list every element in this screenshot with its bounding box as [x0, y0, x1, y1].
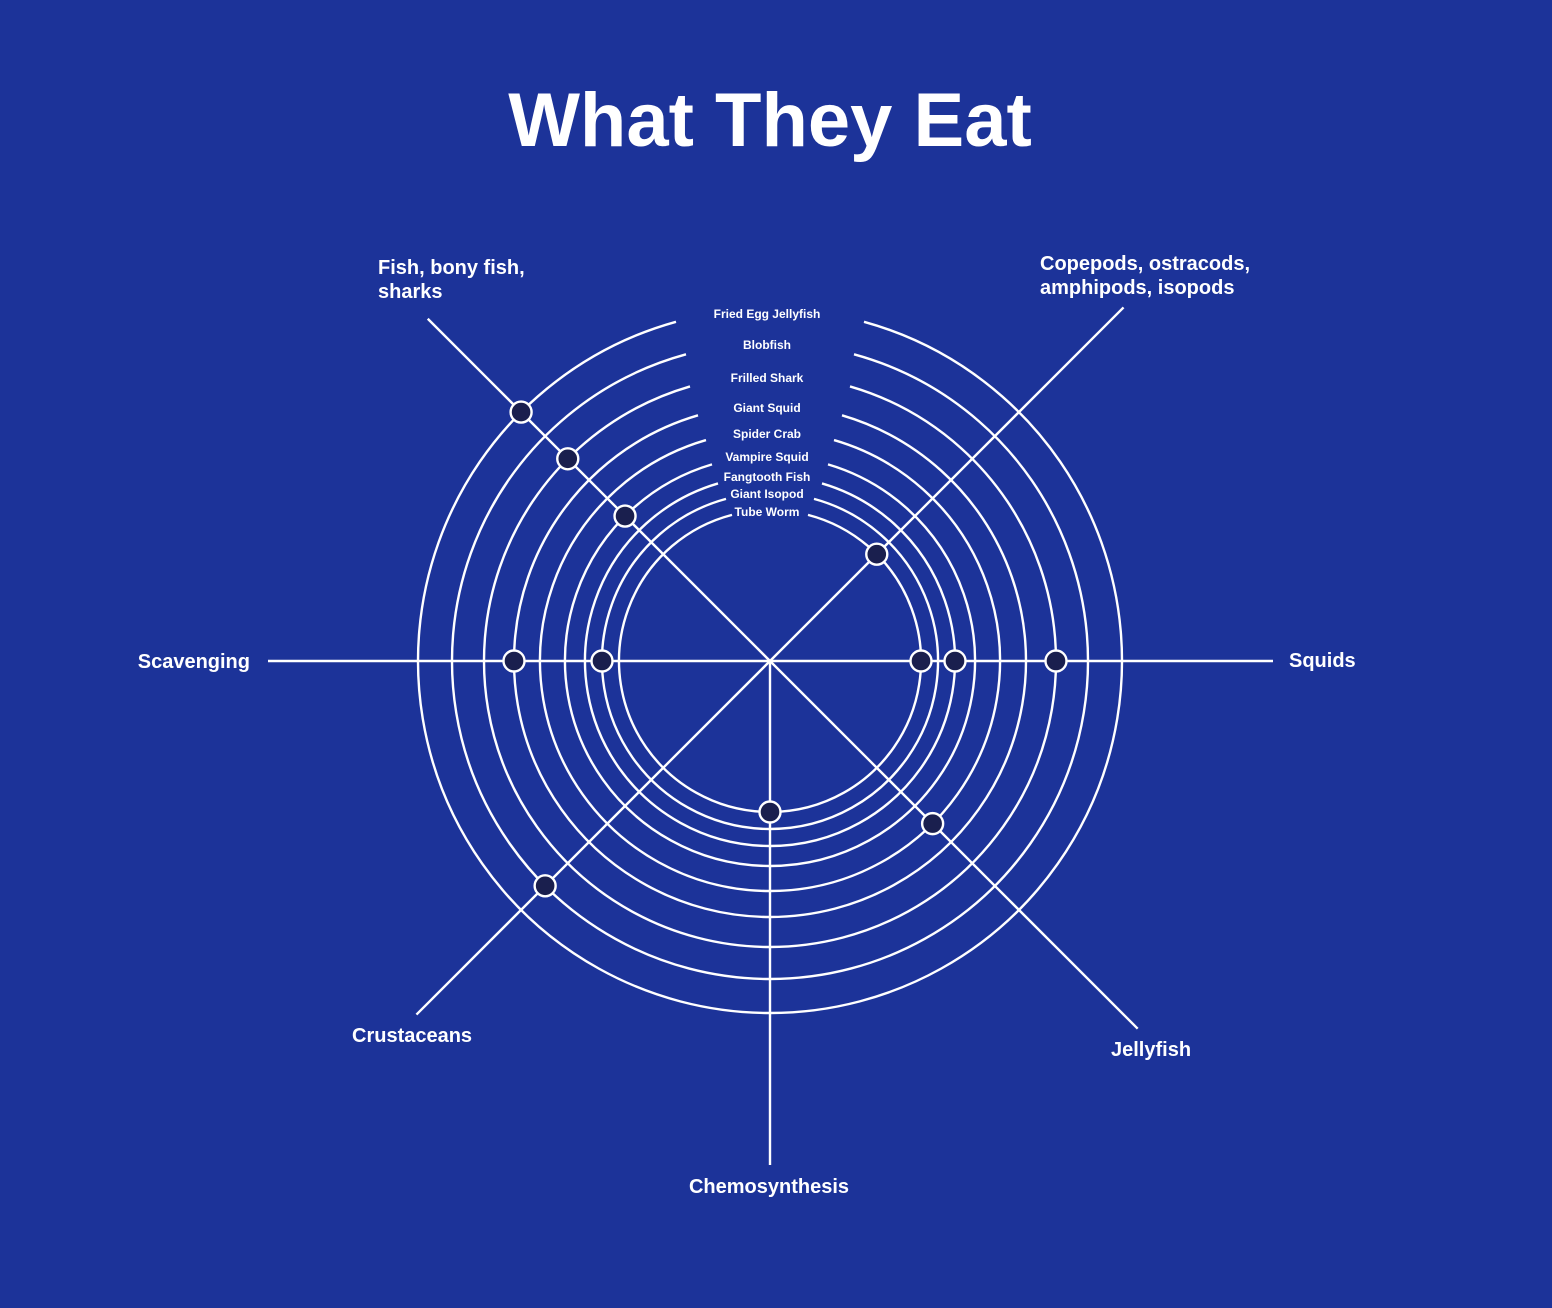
ring-label: Fangtooth Fish [724, 470, 811, 484]
category-label-line: Chemosynthesis [689, 1176, 849, 1198]
ring-label: Fried Egg Jellyfish [714, 307, 821, 321]
ring-label: Giant Isopod [730, 487, 803, 501]
category-label-line: Scavenging [138, 651, 250, 673]
category-label-squids: Squids [1289, 650, 1356, 672]
ring-blobfish [450, 353, 1090, 981]
ring-spider-crab [538, 438, 1002, 893]
spoke-crustaceans [415, 660, 771, 1016]
ring-giant-isopod [600, 497, 940, 831]
ring-label: Tube Worm [735, 505, 800, 519]
category-labels: Squids Copepods, ostracods,amphipods, iso… [138, 253, 1356, 1198]
diet-marker-fried-egg-jellyfish-fish [509, 400, 533, 424]
category-label-fish: Fish, bony fish,sharks [378, 257, 525, 303]
species-rings [416, 320, 1124, 1015]
category-label-line: amphipods, isopods [1040, 277, 1234, 299]
spoke-fish [426, 317, 771, 662]
diet-marker-frilled-shark-squids [1044, 649, 1068, 673]
diet-marker-tube-worm-copepods [865, 542, 889, 566]
category-label-scavenging: Scavenging [138, 651, 250, 673]
ring-label: Spider Crab [733, 427, 801, 441]
diet-markers [502, 400, 1068, 898]
category-label-copepods: Copepods, ostracods,amphipods, isopods [1040, 253, 1250, 299]
ring-vampire-squid [563, 463, 977, 868]
category-label-line: Copepods, ostracods, [1040, 253, 1250, 275]
category-label-line: Crustaceans [352, 1025, 472, 1047]
diet-marker-frilled-shark-fish [556, 447, 580, 471]
category-label-jellyfish: Jellyfish [1111, 1039, 1191, 1061]
ring-fried-egg-jellyfish [416, 320, 1124, 1015]
ring-giant-squid [512, 414, 1028, 919]
diet-marker-spider-crab-jellyfish [920, 811, 945, 836]
spoke-jellyfish [769, 660, 1139, 1030]
category-label-line: sharks [378, 281, 443, 303]
diet-marker-blobfish-crustaceans [533, 874, 557, 898]
diet-marker-giant-isopod-scavenging [590, 649, 614, 673]
category-label-line: Jellyfish [1111, 1039, 1191, 1061]
category-label-chemosynthesis: Chemosynthesis [689, 1176, 849, 1198]
ring-fangtooth-fish [583, 482, 957, 848]
category-label-line: Squids [1289, 650, 1356, 672]
page-title: What They Eat [508, 78, 1032, 163]
diet-marker-giant-squid-scavenging [502, 649, 526, 673]
spoke-copepods [769, 306, 1125, 662]
diet-marker-tube-worm-chemosynthesis [758, 800, 782, 824]
diet-marker-tube-worm-squids [909, 649, 933, 673]
ring-label: Giant Squid [733, 401, 800, 415]
diet-marker-fangtooth-fish-squids [943, 649, 967, 673]
category-label-line: Fish, bony fish, [378, 257, 525, 279]
ring-frilled-shark [482, 385, 1058, 949]
ring-label: Blobfish [743, 338, 791, 352]
diet-marker-vampire-squid-fish [613, 504, 637, 528]
category-spokes [268, 306, 1273, 1165]
ring-label: Frilled Shark [731, 371, 804, 385]
category-label-crustaceans: Crustaceans [352, 1025, 472, 1047]
ring-label: Vampire Squid [725, 450, 808, 464]
